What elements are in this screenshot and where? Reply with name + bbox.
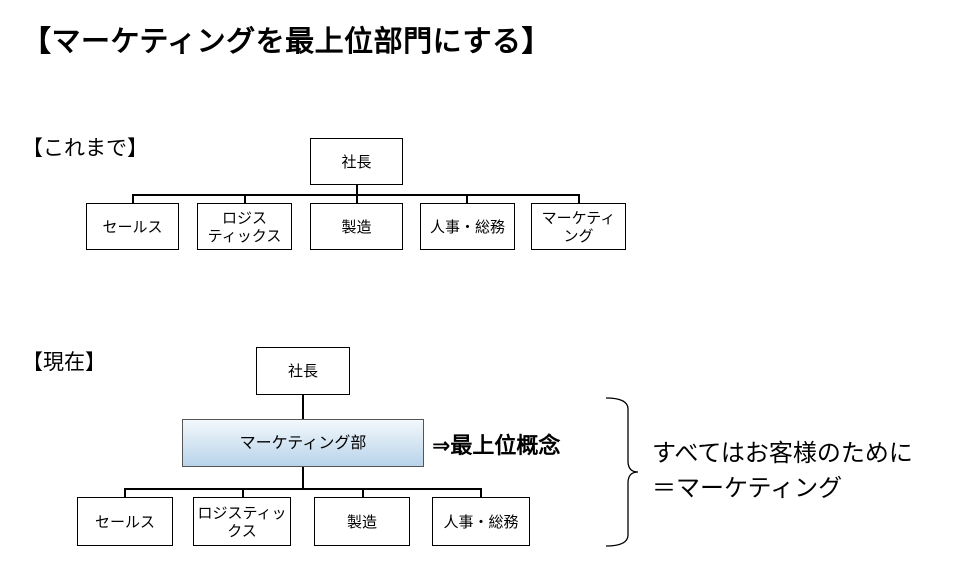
dept-box-hr-after: 人事・総務	[432, 497, 530, 546]
dept-label: マーケティ	[541, 208, 616, 227]
top-concept-label: ⇒最上位概念	[432, 434, 561, 459]
section-label-before: 【これまで】	[22, 136, 148, 160]
connector-drop-before	[244, 194, 246, 204]
dept-label: クス	[227, 521, 257, 540]
dept-label: セールス	[94, 512, 155, 531]
connector-trunk-after	[302, 467, 304, 489]
dept-label: 人事・総務	[429, 217, 505, 236]
dept-box-manufacturing-before: 製造	[310, 203, 403, 250]
curly-brace-icon	[605, 397, 639, 547]
marketing-dept-box: マーケティング部	[182, 419, 424, 467]
dept-box-manufacturing-after: 製造	[314, 497, 410, 546]
dept-box-hr-before: 人事・総務	[420, 203, 515, 250]
dept-box-sales-after: セールス	[77, 497, 173, 546]
connector-drop-before	[578, 194, 580, 204]
connector-drop-after	[242, 488, 244, 498]
dept-box-sales-before: セールス	[86, 203, 179, 250]
connector-drop-before	[132, 194, 134, 204]
dept-label: ティックス	[207, 226, 282, 245]
ceo-label-after: 社長	[287, 362, 318, 380]
note-text: すべてはお客様のために ＝マーケティング	[652, 436, 913, 506]
dept-label: ロジスティッ	[197, 503, 287, 522]
connector-ceo-to-marketing	[302, 395, 304, 419]
dept-box-logistics-after: ロジスティッ クス	[193, 497, 291, 546]
dept-label: 製造	[341, 217, 372, 236]
ceo-label-before: 社長	[341, 152, 372, 171]
dept-box-logistics-before: ロジス ティックス	[197, 203, 292, 250]
section-label-after: 【現在】	[22, 350, 106, 374]
dept-label: 製造	[346, 512, 377, 531]
dept-label: 人事・総務	[443, 512, 519, 531]
connector-drop-before	[356, 194, 358, 204]
connector-drop-after	[480, 488, 482, 498]
marketing-dept-label: マーケティング部	[239, 433, 367, 453]
connector-trunk-before	[356, 185, 358, 195]
note-line-2: ＝マーケティング	[652, 473, 843, 502]
dept-label: ング	[563, 226, 594, 245]
ceo-box-after: 社長	[256, 347, 350, 395]
page-title: 【マーケティングを最上位部門にする】	[22, 24, 551, 58]
connector-drop-after	[362, 488, 364, 498]
connector-drop-before	[466, 194, 468, 204]
connector-drop-after	[124, 488, 126, 498]
connector-bar-after	[124, 488, 482, 490]
dept-box-marketing-before: マーケティ ング	[531, 203, 626, 250]
dept-label: セールス	[102, 217, 163, 236]
note-line-1: すべてはお客様のために	[652, 439, 913, 467]
dept-label: ロジス	[221, 208, 267, 227]
ceo-box-before: 社長	[310, 138, 403, 185]
